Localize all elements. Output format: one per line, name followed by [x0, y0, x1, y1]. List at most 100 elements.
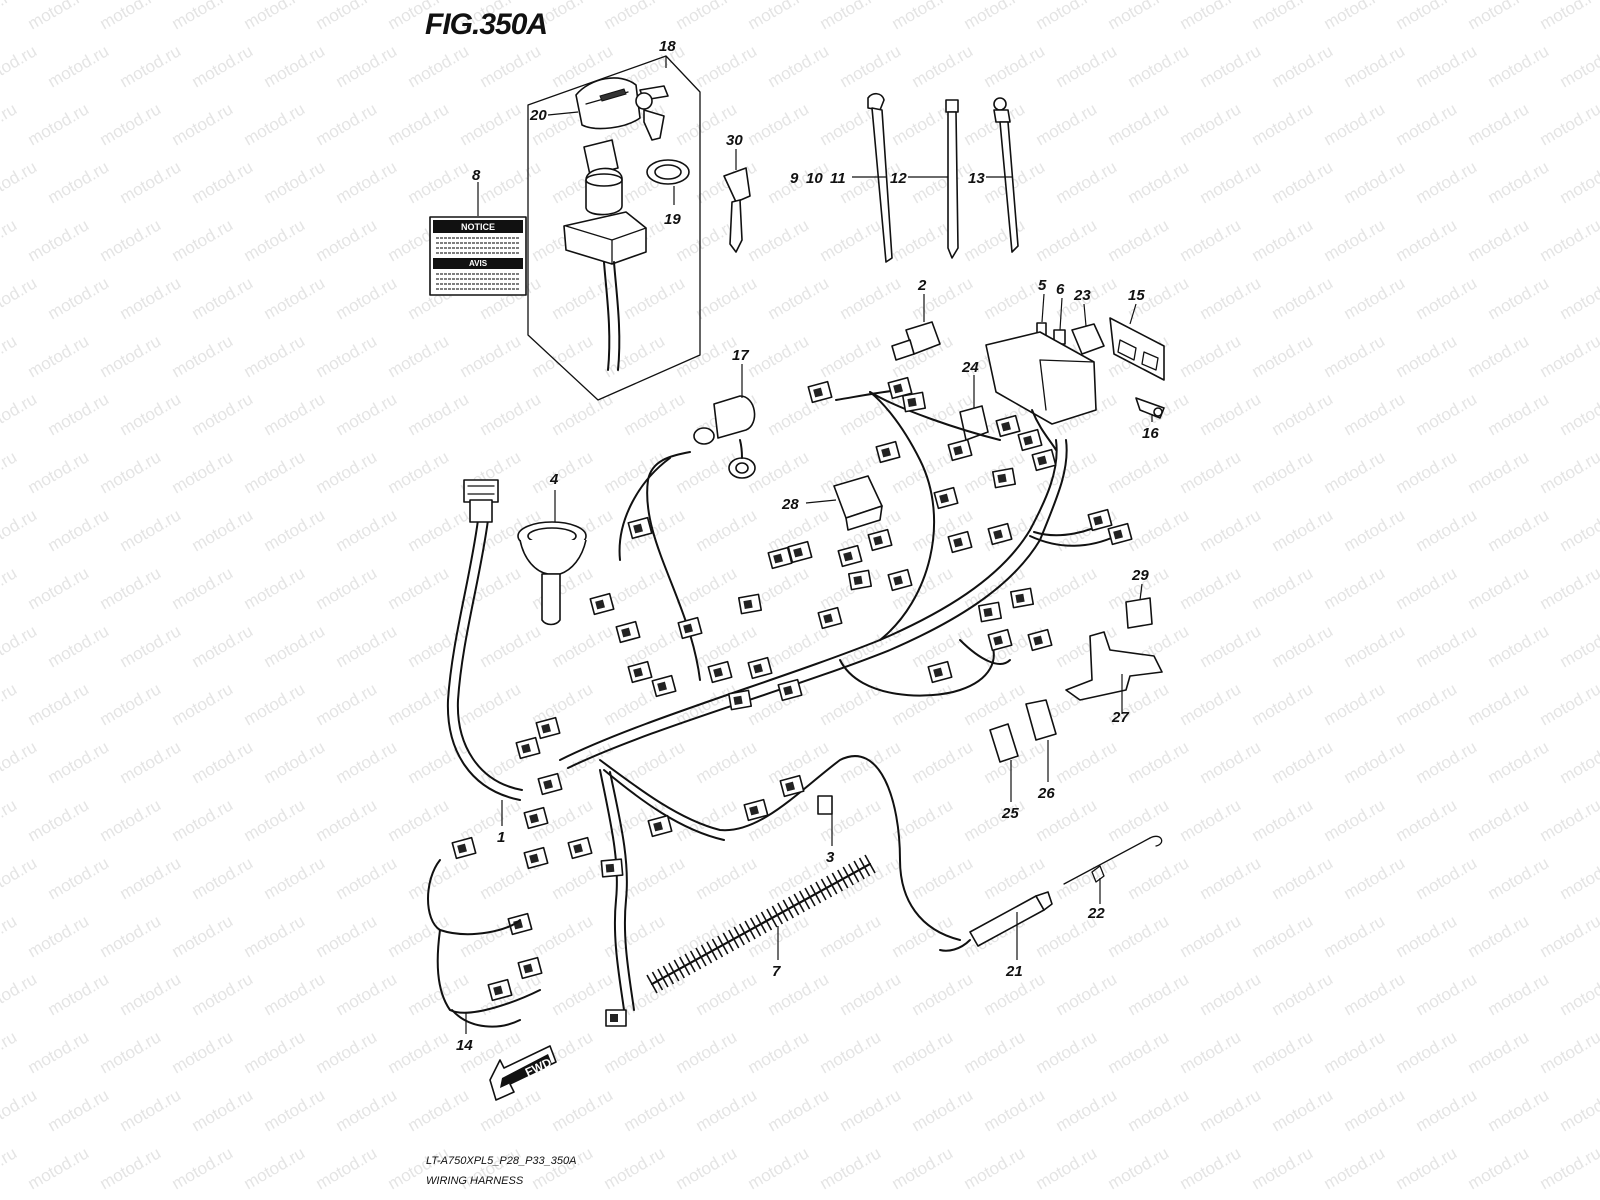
watermark-text: motod.ru — [1249, 795, 1317, 845]
callout-6: 6 — [1056, 281, 1065, 298]
watermark-text: motod.ru — [0, 99, 20, 149]
watermark-text: motod.ru — [1105, 1027, 1173, 1077]
watermark-text: motod.ru — [909, 157, 977, 207]
watermark-text: motod.ru — [601, 911, 669, 961]
grommet-4-part — [517, 521, 587, 626]
watermark-text: motod.ru — [25, 0, 93, 33]
watermark-text: motod.ru — [1321, 1027, 1389, 1077]
watermark-text: motod.ru — [1197, 621, 1265, 671]
watermark-text: motod.ru — [241, 1143, 309, 1193]
watermark-text: motod.ru — [837, 621, 905, 671]
tube-rib — [755, 914, 767, 934]
watermark-text: motod.ru — [765, 273, 833, 323]
watermark-text: motod.ru — [1177, 795, 1245, 845]
watermark-text: motod.ru — [0, 273, 40, 323]
watermark-text: motod.ru — [117, 157, 185, 207]
watermark-text: motod.ru — [45, 969, 113, 1019]
watermark-text: motod.ru — [1465, 447, 1533, 497]
callout-30: 30 — [726, 132, 743, 149]
watermark-text: motod.ru — [189, 41, 257, 91]
watermark-text: motod.ru — [1125, 41, 1193, 91]
watermark-text: motod.ru — [693, 853, 761, 903]
watermark-text: motod.ru — [169, 795, 237, 845]
watermark-text: motod.ru — [817, 1143, 885, 1193]
watermark-text: motod.ru — [765, 41, 833, 91]
watermark-text: motod.ru — [0, 621, 40, 671]
harness-connector — [987, 522, 1013, 546]
watermark-text: motod.ru — [241, 99, 309, 149]
watermark-text: motod.ru — [261, 853, 329, 903]
watermark-text: motod.ru — [1465, 215, 1533, 265]
callout-20: 20 — [529, 107, 547, 124]
watermark-text: motod.ru — [169, 0, 237, 33]
watermark-text: motod.ru — [1537, 447, 1600, 497]
watermark-text: motod.ru — [169, 99, 237, 149]
harness-connector — [647, 814, 673, 838]
watermark-text: motod.ru — [549, 621, 617, 671]
watermark-text: motod.ru — [1033, 99, 1101, 149]
watermark-text: motod.ru — [529, 911, 597, 961]
watermark-text: motod.ru — [333, 273, 401, 323]
watermark-text: motod.ru — [241, 795, 309, 845]
watermark-text: motod.ru — [1413, 41, 1481, 91]
corrugated-tube-7-part — [646, 854, 876, 994]
watermark-text: motod.ru — [189, 621, 257, 671]
watermark-text: motod.ru — [261, 969, 329, 1019]
watermark-text: motod.ru — [1125, 853, 1193, 903]
watermark-text: motod.ru — [1485, 41, 1553, 91]
tube-rib — [717, 935, 729, 955]
watermark-text: motod.ru — [1177, 0, 1245, 33]
watermark-text: motod.ru — [477, 621, 545, 671]
watermark-text: motod.ru — [1537, 1027, 1600, 1077]
harness-connector — [1107, 522, 1133, 546]
callout-25: 25 — [1001, 805, 1019, 822]
watermark-text: motod.ru — [1413, 621, 1481, 671]
harness-connector — [567, 836, 593, 860]
callout-29: 29 — [1131, 567, 1149, 584]
tube-rib — [777, 902, 789, 922]
watermark-text: motod.ru — [1341, 737, 1409, 787]
watermark-text: motod.ru — [1197, 969, 1265, 1019]
watermark-text: motod.ru — [549, 1085, 617, 1135]
watermark-text: motod.ru — [1105, 1143, 1173, 1193]
watermark-text: motod.ru — [25, 795, 93, 845]
watermark-text: motod.ru — [1269, 273, 1337, 323]
watermark-text: motod.ru — [1249, 215, 1317, 265]
watermark-text: motod.ru — [0, 215, 20, 265]
watermark-text: motod.ru — [1485, 1085, 1553, 1135]
watermark-text: motod.ru — [1269, 41, 1337, 91]
callout-9: 9 — [790, 170, 799, 187]
connector-cap-2-part — [891, 321, 941, 361]
harness-connector — [1017, 428, 1043, 452]
watermark-text: motod.ru — [1197, 1085, 1265, 1135]
watermark-text: motod.ru — [837, 41, 905, 91]
watermark-text: motod.ru — [313, 563, 381, 613]
tube-rib — [668, 962, 680, 982]
watermark-text: motod.ru — [1177, 563, 1245, 613]
watermark-text: motod.ru — [745, 331, 813, 381]
watermark-text: motod.ru — [601, 0, 669, 33]
watermark-text: motod.ru — [1465, 331, 1533, 381]
watermark-text: motod.ru — [1393, 679, 1461, 729]
watermark-text: motod.ru — [1393, 911, 1461, 961]
harness-connector — [947, 530, 973, 554]
tube-rib — [788, 896, 800, 916]
watermark-text: motod.ru — [45, 1085, 113, 1135]
watermark-text: motod.ru — [1269, 157, 1337, 207]
watermark-text: motod.ru — [1413, 737, 1481, 787]
watermark-text: motod.ru — [745, 1027, 813, 1077]
washer-ring-part — [646, 159, 690, 185]
watermark-text: motod.ru — [25, 447, 93, 497]
watermark-text: motod.ru — [385, 795, 453, 845]
callout-27: 27 — [1111, 709, 1129, 726]
watermark-text: motod.ru — [693, 505, 761, 555]
watermark-text: motod.ru — [241, 911, 309, 961]
harness-connector — [779, 774, 805, 798]
watermark-text: motod.ru — [1105, 215, 1173, 265]
callout-leaders — [465, 56, 1153, 1034]
watermark-text: motod.ru — [1341, 389, 1409, 439]
connector-29-part — [1125, 597, 1153, 629]
watermark-text: motod.ru — [313, 679, 381, 729]
watermark-text: motod.ru — [405, 1085, 473, 1135]
key-part — [723, 167, 751, 253]
